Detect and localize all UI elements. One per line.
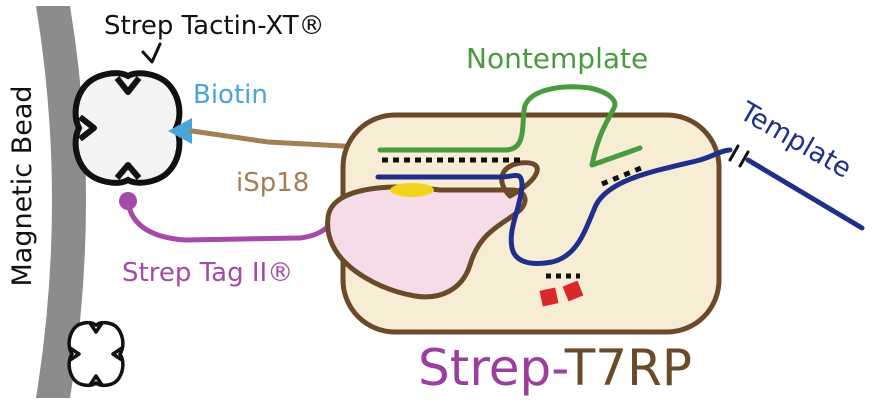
title-suffix: T7RP [564, 339, 692, 397]
template-strand [375, 147, 733, 266]
nontemplate-dashes [601, 163, 647, 187]
strep-tactin-pointer [141, 42, 162, 64]
tetramer-notch-top [114, 76, 142, 95]
tetramer-notch-bottom [114, 162, 142, 180]
strep-tag-label: Strep Tag II® [122, 258, 293, 288]
isp18-label: iSp18 [236, 168, 309, 198]
strep-tactin-tetramer [72, 70, 183, 186]
strep-tactin-label: Strep Tactin-XT® [104, 11, 325, 41]
template-tail [745, 157, 865, 231]
free-tetramer-notch-right [111, 346, 123, 362]
free-tetramer [67, 320, 125, 388]
biotin-triangle [168, 118, 192, 144]
tetramer-notch-left [78, 114, 97, 142]
template-break-marks [728, 144, 750, 168]
nontemplate-label: Nontemplate [466, 42, 648, 75]
title-prefix: Strep- [418, 339, 567, 397]
strep-tag-linker [125, 198, 339, 243]
free-tetramer-notch-bottom [88, 374, 104, 386]
biotin-label: Biotin [193, 80, 268, 110]
magnetic-bead-label: Magnetic Bead [7, 85, 38, 286]
rna-square-1 [539, 287, 559, 307]
free-tetramer-notch-top [88, 322, 104, 334]
polymerase-loop-domain [499, 160, 540, 199]
nontemplate-strand [377, 84, 643, 168]
yellow-marker [390, 183, 434, 197]
isp18-linker [189, 128, 383, 151]
template-label: Template [734, 96, 857, 185]
title: Strep-T7RP [418, 339, 692, 397]
rna-square-2 [562, 280, 584, 302]
free-tetramer-notch-left [69, 346, 81, 362]
